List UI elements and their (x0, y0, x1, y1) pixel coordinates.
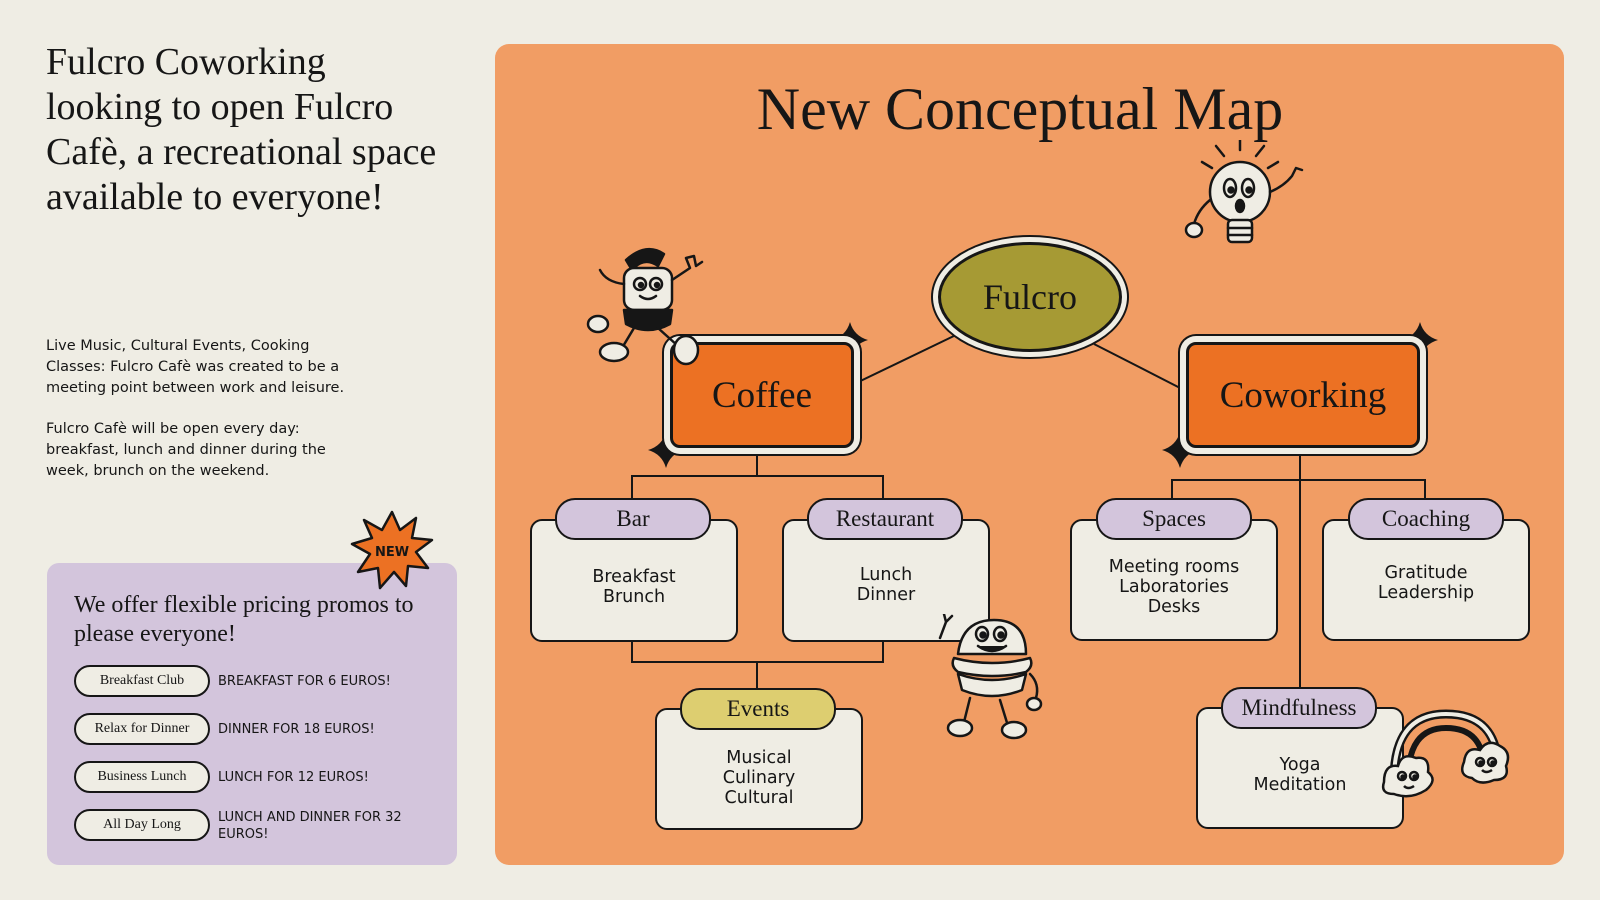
connector-line (849, 333, 959, 387)
rainbow-clouds-icon (1381, 709, 1510, 798)
promo-pill-all-day-long[interactable]: All Day Long (74, 809, 210, 841)
card-line: Leadership (1377, 583, 1475, 603)
tag-bar: Bar (555, 498, 711, 540)
promo-pill-business-lunch[interactable]: Business Lunch (74, 761, 210, 793)
card-line: Meeting rooms (1108, 557, 1240, 577)
new-badge-label: NEW (375, 545, 409, 560)
category-coffee: Coffee (670, 342, 854, 448)
tag-coaching: Coaching (1348, 498, 1504, 540)
card-line: Breakfast (592, 567, 676, 587)
promo-text: LUNCH AND DINNER FOR 32 EUROS! (218, 810, 402, 842)
card-line: Meditation (1253, 775, 1347, 795)
card-line: Brunch (602, 587, 666, 607)
tag-restaurant: Restaurant (807, 498, 963, 540)
promo-pill-relax-for-dinner[interactable]: Relax for Dinner (74, 713, 210, 745)
card-bar-content: Breakfast Brunch (532, 567, 736, 607)
page-headline: Fulcro Coworking looking to open Fulcro … (46, 41, 437, 218)
card-line: Laboratories (1119, 577, 1229, 597)
category-coworking: Coworking (1186, 342, 1420, 448)
card-spaces-content: Meeting rooms Laboratories Desks (1072, 557, 1276, 617)
card-line: Musical (726, 748, 792, 768)
card-events-content: Musical Culinary Cultural (657, 748, 861, 808)
promo-title: We offer flexible pricing promos to plea… (74, 592, 414, 647)
card-coaching-content: Gratitude Leadership (1324, 563, 1528, 603)
tag-spaces: Spaces (1096, 498, 1252, 540)
card-line: Gratitude (1384, 563, 1468, 583)
burger-mascot-icon (938, 614, 1043, 740)
card-restaurant-content: Lunch Dinner (784, 565, 988, 605)
card-line: Desks (1147, 597, 1201, 617)
intro-paragraph-2: Fulcro Cafè will be open every day: brea… (46, 421, 326, 479)
card-line: Cultural (724, 788, 794, 808)
promo-text: BREAKFAST FOR 6 EUROS! (218, 674, 391, 689)
card-line: Dinner (856, 585, 916, 605)
new-badge: NEW (350, 510, 434, 590)
lightbulb-mascot-icon (1184, 140, 1304, 244)
root-node-fulcro: Fulcro (938, 242, 1122, 352)
card-mindfulness-content: Yoga Meditation (1198, 755, 1402, 795)
tag-events: Events (680, 688, 836, 730)
tag-mindfulness: Mindfulness (1221, 687, 1377, 729)
coffee-pot-mascot-icon (586, 247, 704, 366)
map-title: New Conceptual Map (756, 76, 1284, 142)
promo-panel: We offer flexible pricing promos to plea… (47, 563, 457, 865)
promo-text: DINNER FOR 18 EUROS! (218, 722, 375, 737)
card-line: Lunch (859, 565, 913, 585)
intro-description: Live Music, Cultural Events, Cooking Cla… (46, 336, 346, 502)
card-line: Culinary (722, 768, 796, 788)
card-line: Yoga (1279, 755, 1321, 775)
new-starburst-icon: NEW (350, 510, 434, 590)
promo-pill-breakfast-club[interactable]: Breakfast Club (74, 665, 210, 697)
intro-paragraph-1: Live Music, Cultural Events, Cooking Cla… (46, 338, 345, 396)
promo-text: LUNCH FOR 12 EUROS! (218, 770, 369, 785)
